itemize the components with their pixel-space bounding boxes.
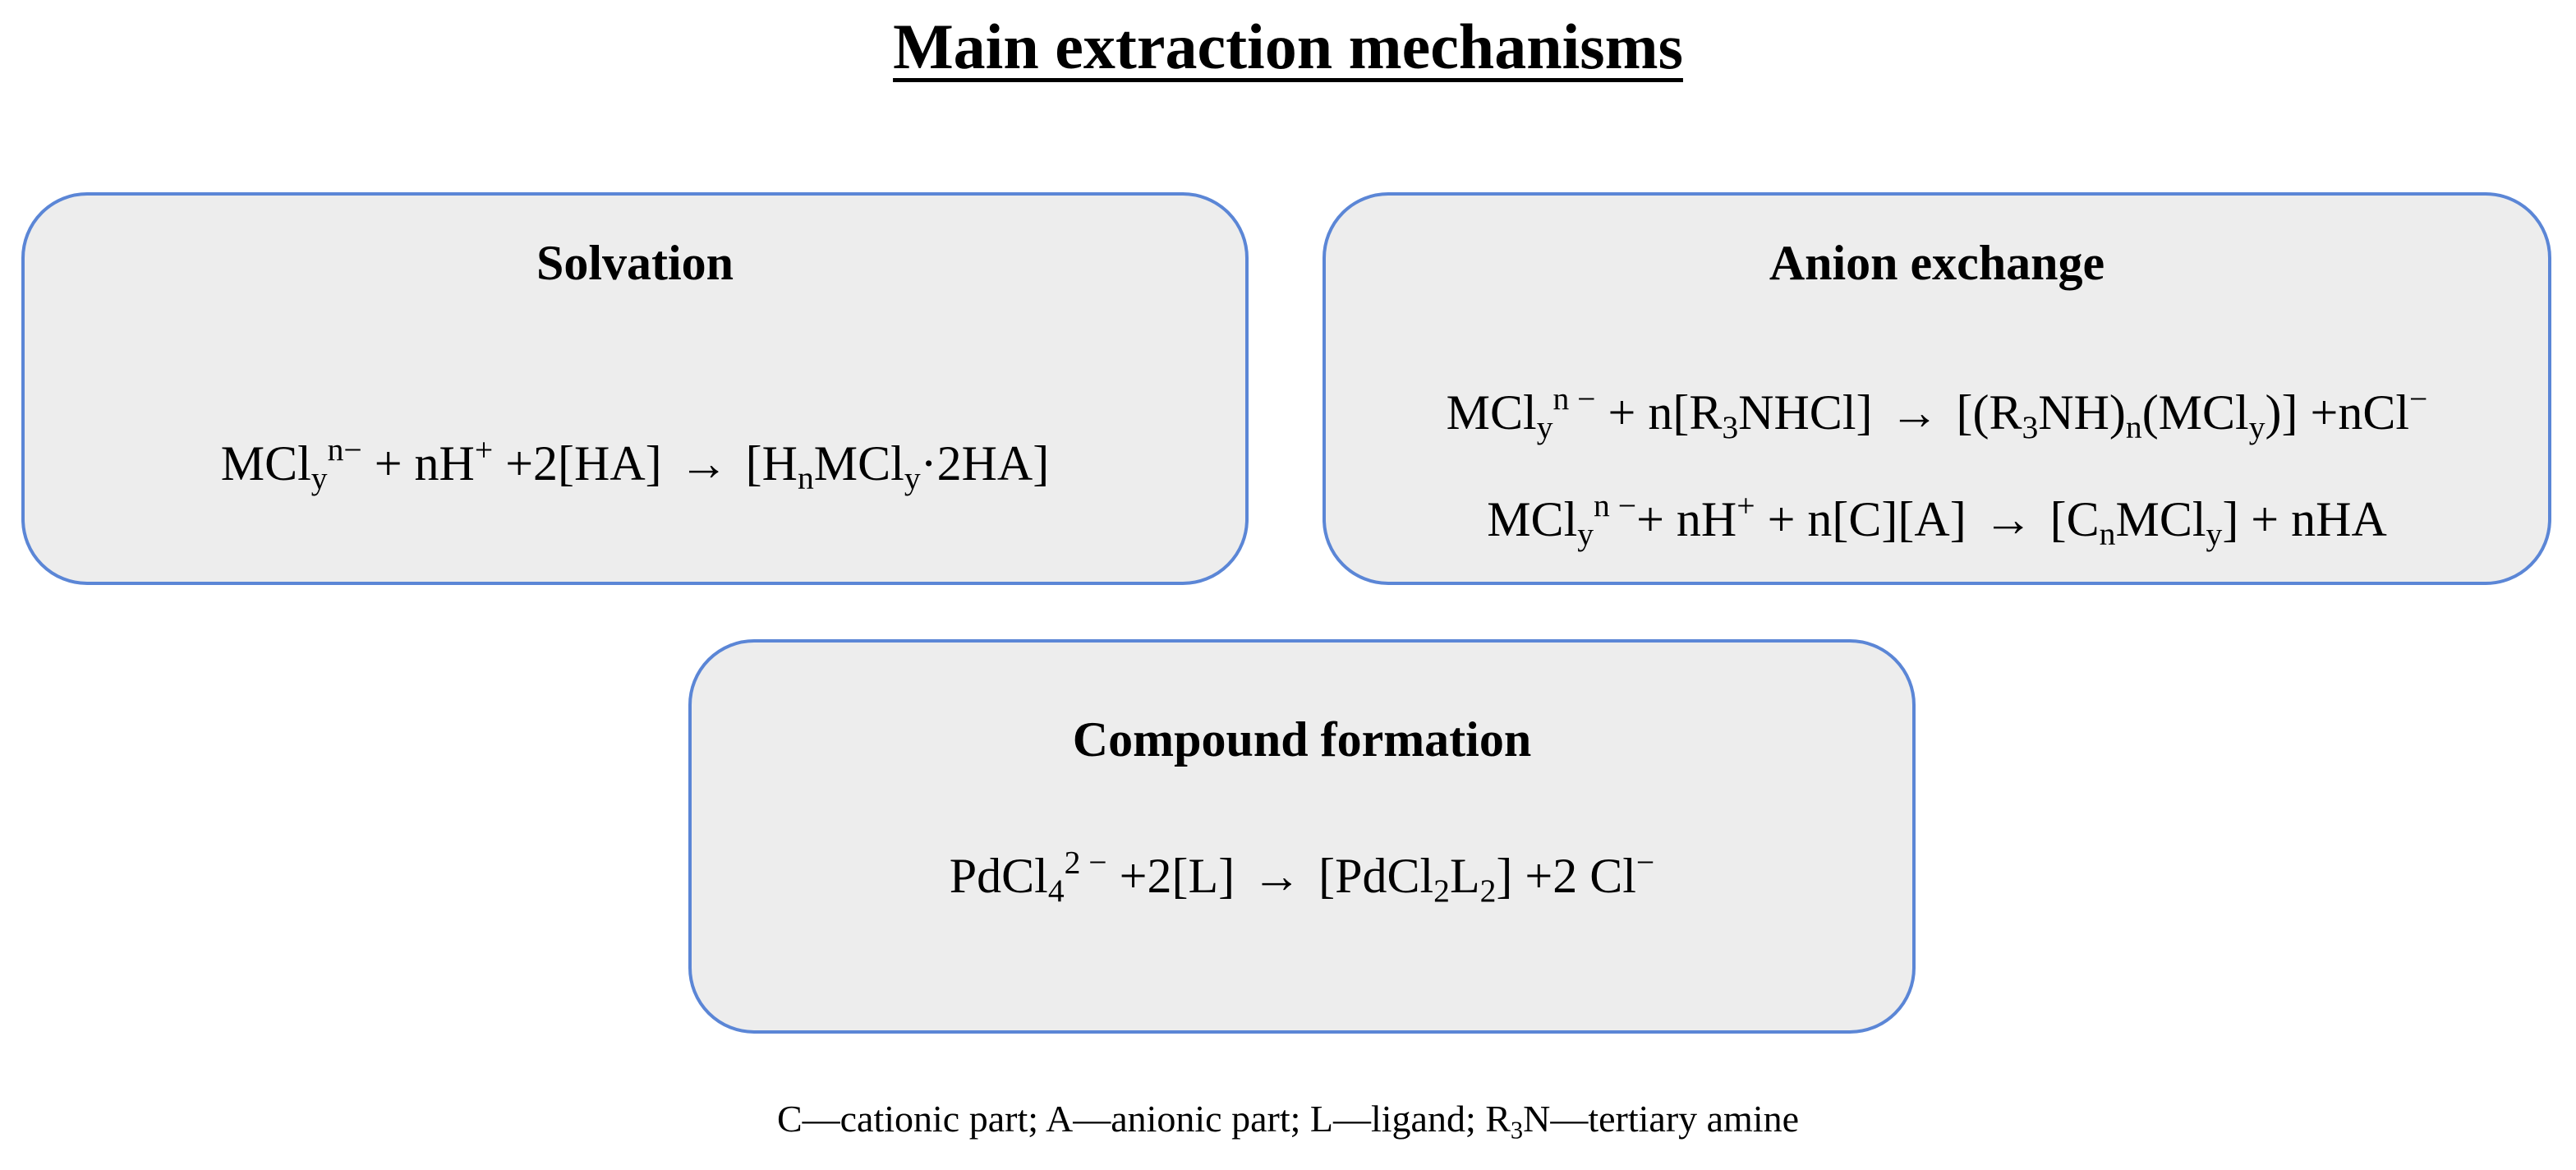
anion-exchange-title: Anion exchange [1769,236,2105,290]
compound-formation-box: Compound formation PdCl42 − +2[L] → [PdC… [688,639,1916,1034]
eq-subscript: 4 [1047,873,1065,910]
eq-text: [PdCl [1306,849,1434,903]
eq-text: MCl [1487,492,1578,546]
right-arrow-icon: → [678,436,729,491]
anion-exchange-equation-1: MClyn − + n[R3NHCl] → [(R3NH)n(MCly)] +n… [1326,380,2548,446]
footnote-text: C—cationic part; A—anionic part; L—ligan… [776,1098,1511,1140]
eq-superscript: − [1635,844,1655,881]
eq-subscript: n [2099,516,2116,553]
compound-formation-equation: PdCl42 − +2[L] → [PdCl2L2] +2 Cl− [692,844,1912,906]
right-arrow-icon: → [1983,492,2033,546]
eq-subscript: 2 [1433,873,1450,910]
footnote-subscript: 3 [1510,1116,1524,1145]
eq-text: NHCl] [1738,385,1885,440]
eq-text: ] +2 Cl [1496,849,1636,903]
eq-text: ] + nHA [2222,492,2387,546]
eq-text: ·2HA] [920,436,1050,491]
eq-subscript: y [310,460,328,497]
eq-text: L [1449,849,1480,903]
eq-superscript: + [474,431,494,468]
eq-text: [H [733,436,798,491]
solvation-box: Solvation MClyn− + nH+ +2[HA] → [HnMCly·… [21,192,1249,585]
eq-text: +2[HA] [493,436,674,491]
eq-subscript: y [2206,516,2223,553]
solvation-title: Solvation [536,236,734,290]
eq-text: + nH [1636,492,1737,546]
anion-exchange-equation-2: MClyn −+ nH+ + n[C][A] → [CnMCly] + nHA [1326,487,2548,553]
legend-footnote: C—cationic part; A—anionic part; L—ligan… [0,1096,2576,1143]
eq-text: +2[L] [1106,849,1248,903]
eq-subscript: y [1577,516,1594,553]
right-arrow-icon: → [1889,385,1939,440]
eq-superscript: n − [1594,487,1637,524]
eq-subscript: 3 [1722,409,1739,446]
eq-superscript: n − [1552,380,1596,417]
eq-text: NH) [2038,385,2126,440]
eq-text: + n[R [1595,385,1723,440]
eq-text: + nH [361,436,475,491]
eq-text: PdCl [949,849,1048,903]
eq-subscript: n [797,460,814,497]
eq-subscript: y [904,460,921,497]
eq-text: + n[C][A] [1755,492,1979,546]
eq-subscript: y [1536,409,1553,446]
right-arrow-icon: → [1252,849,1302,903]
eq-superscript: + [1736,487,1755,524]
eq-text: MCl [2115,492,2206,546]
eq-text: MCl [813,436,904,491]
eq-subscript: 3 [2022,409,2039,446]
eq-superscript: n− [327,431,362,468]
eq-superscript: 2 − [1064,844,1107,881]
eq-text: [(R [1944,385,2022,440]
footnote-text: N—tertiary amine [1523,1098,1800,1140]
eq-text: MCl [220,436,311,491]
compound-formation-title: Compound formation [1072,712,1532,767]
eq-subscript: 2 [1479,873,1497,910]
eq-subscript: n [2125,409,2142,446]
anion-exchange-box: Anion exchange MClyn − + n[R3NHCl] → [(R… [1322,192,2551,585]
eq-subscript: y [2248,409,2266,446]
eq-text: (MCl [2141,385,2249,440]
eq-text: MCl [1446,385,1537,440]
eq-superscript: − [2409,380,2428,417]
diagram-title: Main extraction mechanisms [893,11,1683,82]
eq-text: [C [2037,492,2100,546]
solvation-equation: MClyn− + nH+ +2[HA] → [HnMCly·2HA] [25,431,1245,497]
eq-text: )] +nCl [2265,385,2410,440]
